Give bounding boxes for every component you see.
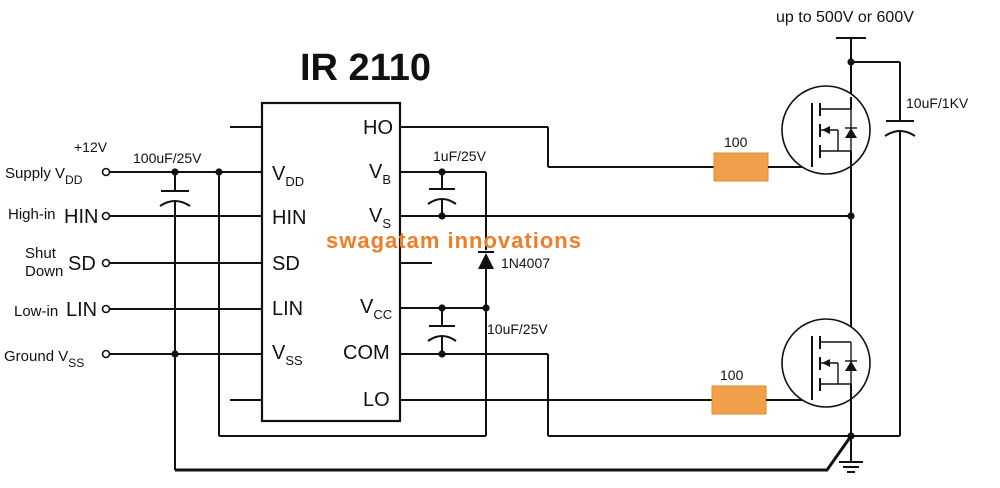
pin-hin-label: HIN xyxy=(272,207,306,229)
low-in-pin-label: LIN xyxy=(66,299,97,321)
mosfet-low xyxy=(781,318,871,408)
pin-vs-sub: S xyxy=(382,216,391,231)
diode-body xyxy=(478,253,494,269)
ir2110-chip xyxy=(260,101,402,423)
pin-vb-sub: B xyxy=(382,172,391,187)
high-in-label: High-in xyxy=(8,206,56,223)
pin-vb-main: V xyxy=(369,161,383,183)
hv-supply-label: up to 500V or 600V xyxy=(776,9,914,26)
supply-sub: DD xyxy=(65,173,83,187)
ground-main: Ground V xyxy=(4,348,68,365)
pin-ho-label: HO xyxy=(363,117,393,139)
ground-label: Ground VSS xyxy=(4,348,84,370)
watermark: swagatam innovations xyxy=(326,228,582,253)
pin-vss-label: VSS xyxy=(272,342,303,368)
diode-label: 1N4007 xyxy=(501,255,550,271)
pin-vb-label: VB xyxy=(369,161,391,187)
shut-label: Shut xyxy=(25,245,57,262)
resistor-high xyxy=(713,152,769,182)
pin-vs-main: V xyxy=(369,205,383,227)
pin-vcc-sub: CC xyxy=(373,307,392,322)
pin-com-label: COM xyxy=(343,342,390,364)
terminal-lin xyxy=(101,304,111,314)
terminal-supply xyxy=(101,167,111,177)
pin-sd-label: SD xyxy=(272,253,300,275)
node-vss-cap xyxy=(171,350,179,358)
pin-vdd-label: VDD xyxy=(272,163,304,189)
chip-title: IR 2110 xyxy=(300,47,431,89)
pin-vdd-sub: DD xyxy=(285,174,304,189)
supply-label: Supply VDD xyxy=(5,165,83,187)
terminal-hin xyxy=(101,211,111,221)
mosfet-high xyxy=(781,85,871,175)
pin-vss-main: V xyxy=(272,342,286,364)
r-high-label: 100 xyxy=(724,134,748,150)
supply-main: Supply V xyxy=(5,165,65,182)
node-com xyxy=(438,350,446,358)
node-vs xyxy=(438,212,446,220)
c-boot-label: 1uF/25V xyxy=(433,148,487,164)
node-midpoint xyxy=(847,212,855,220)
pin-vdd-main: V xyxy=(272,163,286,185)
high-in-pin-label: HIN xyxy=(64,206,98,228)
pin-lin-label: LIN xyxy=(272,298,303,320)
low-in-label: Low-in xyxy=(14,303,58,320)
pin-vs-label: VS xyxy=(369,205,391,231)
wire-ground-return xyxy=(175,435,853,472)
node-vcc-diode xyxy=(482,304,490,312)
pin-lo-label: LO xyxy=(363,389,390,411)
ground-symbol xyxy=(839,461,863,473)
pin-vss-sub: SS xyxy=(285,353,303,368)
resistor-low xyxy=(711,385,767,415)
sd-pin-label: SD xyxy=(68,253,96,275)
pin-vcc-label: VCC xyxy=(360,296,392,322)
ground-sub: SS xyxy=(68,356,84,370)
c-vcc-label: 10uF/25V xyxy=(487,321,548,337)
pin-vcc-main: V xyxy=(360,296,374,318)
c-supply-label: 100uF/25V xyxy=(133,150,202,166)
down-label: Down xyxy=(25,263,63,280)
terminal-sd xyxy=(101,258,111,268)
c-hv-label: 10uF/1KV xyxy=(906,95,969,111)
supply-voltage-label: +12V xyxy=(74,139,108,155)
r-low-label: 100 xyxy=(720,367,744,383)
terminal-vss xyxy=(101,349,111,359)
